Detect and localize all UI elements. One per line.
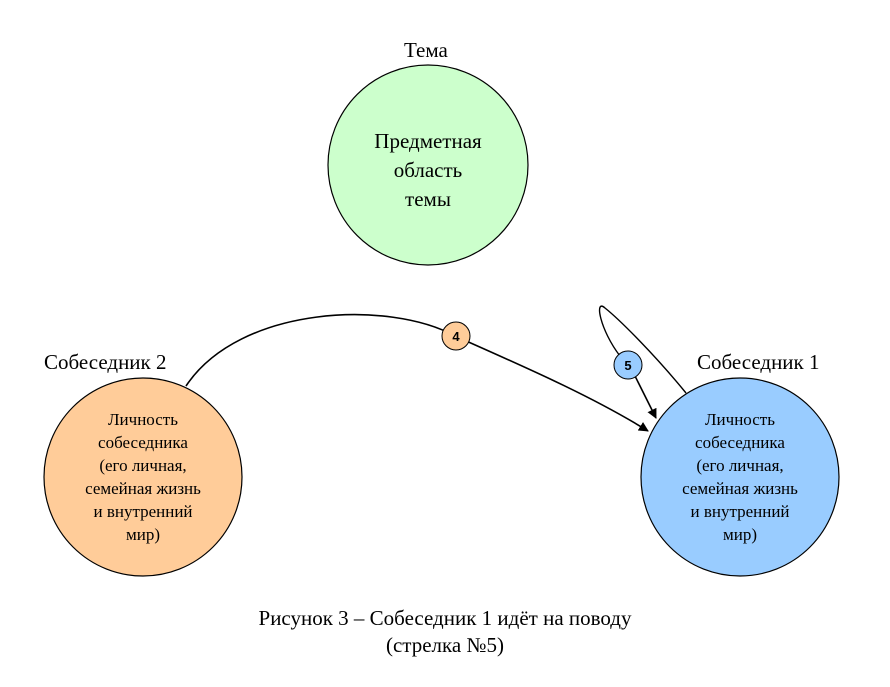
- person2-circle: [43, 377, 243, 577]
- topic-line: Предметная: [374, 129, 482, 153]
- person1-line: семейная жизнь: [682, 479, 798, 498]
- arrow-5: [633, 373, 657, 419]
- topic-line: область: [393, 158, 463, 182]
- person2-line: (его личная,: [99, 456, 187, 475]
- person2-line: мир): [125, 525, 161, 544]
- figure-caption: Рисунок 3 – Собеседник 1 идёт на поводу …: [0, 605, 890, 659]
- person1-line: (его личная,: [696, 456, 784, 475]
- arrow-4-badge-number: 4: [452, 329, 460, 344]
- person1-line: мир): [722, 525, 758, 544]
- person1-circle: [640, 377, 840, 577]
- caption-line-1: Рисунок 3 – Собеседник 1 идёт на поводу: [258, 606, 632, 630]
- person1-text: Личность собеседника (его личная, семейн…: [641, 408, 839, 546]
- topic-circle: [327, 64, 529, 266]
- topic-line: темы: [405, 187, 451, 211]
- person1-title: Собеседник 1: [697, 350, 820, 374]
- arrow-5-loop: [598, 305, 687, 394]
- person2-line: собеседника: [98, 433, 188, 452]
- person1-line: и внутренний: [690, 502, 790, 521]
- person2-title: Собеседник 2: [44, 350, 167, 374]
- person2-line: семейная жизнь: [85, 479, 201, 498]
- arrow-4-badge: [441, 321, 471, 351]
- person2-line: и внутренний: [93, 502, 193, 521]
- person1-line: Личность: [705, 410, 775, 429]
- caption-line-2: (стрелка №5): [385, 633, 505, 657]
- person2-text: Личность собеседника (его личная, семейн…: [44, 408, 242, 546]
- topic-text: Предметная область темы: [328, 127, 528, 214]
- arrow-5-badge: [613, 350, 643, 380]
- person1-line: собеседника: [695, 433, 785, 452]
- topic-title: Тема: [404, 38, 448, 62]
- person2-line: Личность: [108, 410, 178, 429]
- arrow-4: [185, 313, 649, 432]
- arrow-5-badge-number: 5: [624, 358, 631, 373]
